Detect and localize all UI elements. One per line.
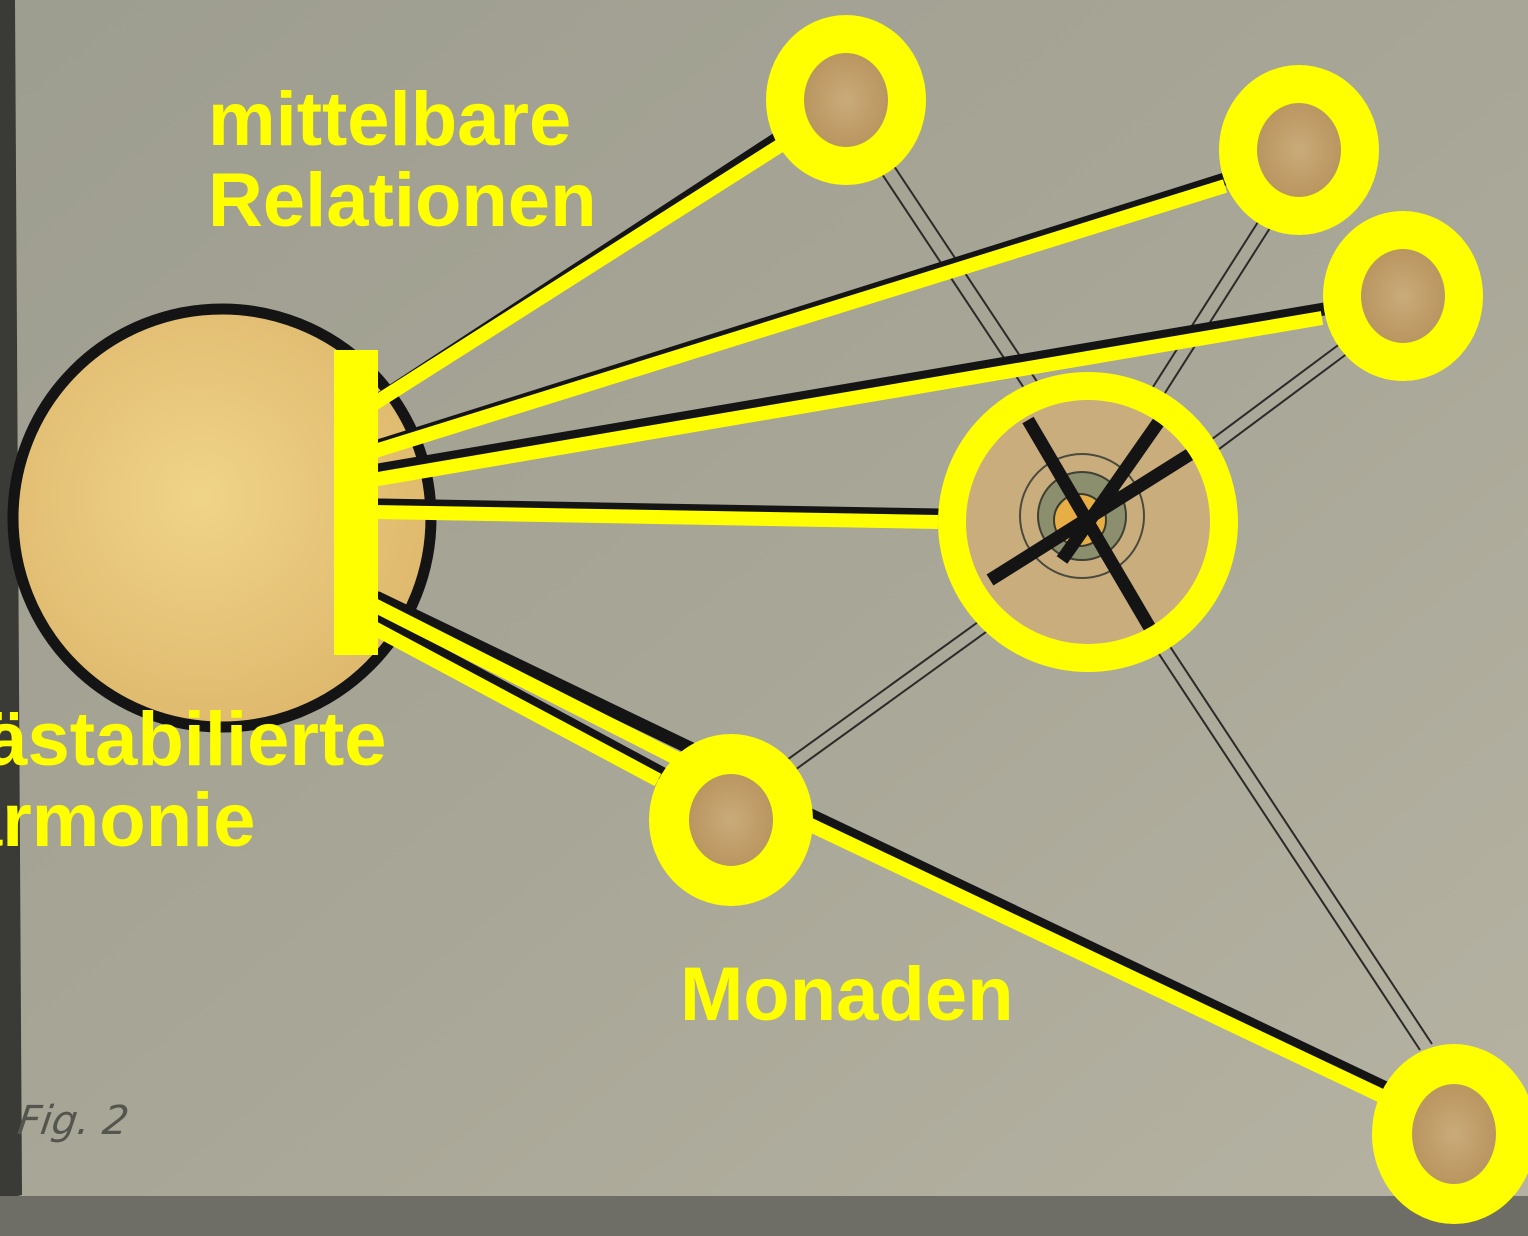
central-monad-ring-outer (1019, 453, 1145, 579)
table-edge (0, 1196, 1528, 1236)
relations-label-line2: Relationen (208, 157, 597, 243)
central-monad-cross-lines (986, 416, 1204, 632)
relations-label: mittelbare Relationen (208, 77, 597, 243)
monads-label: Monaden (680, 952, 1014, 1037)
yellow-relation-lines (368, 132, 1390, 1105)
relations-label-line1: mittelbare (208, 77, 572, 162)
harmony-label-line2: Harmonie (0, 777, 256, 863)
yellow-monad-rings (649, 15, 1528, 1224)
yellow-harmony-bar (334, 350, 378, 655)
monad-interiors (689, 52, 1496, 1184)
harmony-label: Prästabilierte Harmonie (0, 697, 387, 863)
harmony-label-line1: Prästabilierte (0, 697, 387, 782)
figure-caption: Fig. 2 (14, 1098, 132, 1144)
